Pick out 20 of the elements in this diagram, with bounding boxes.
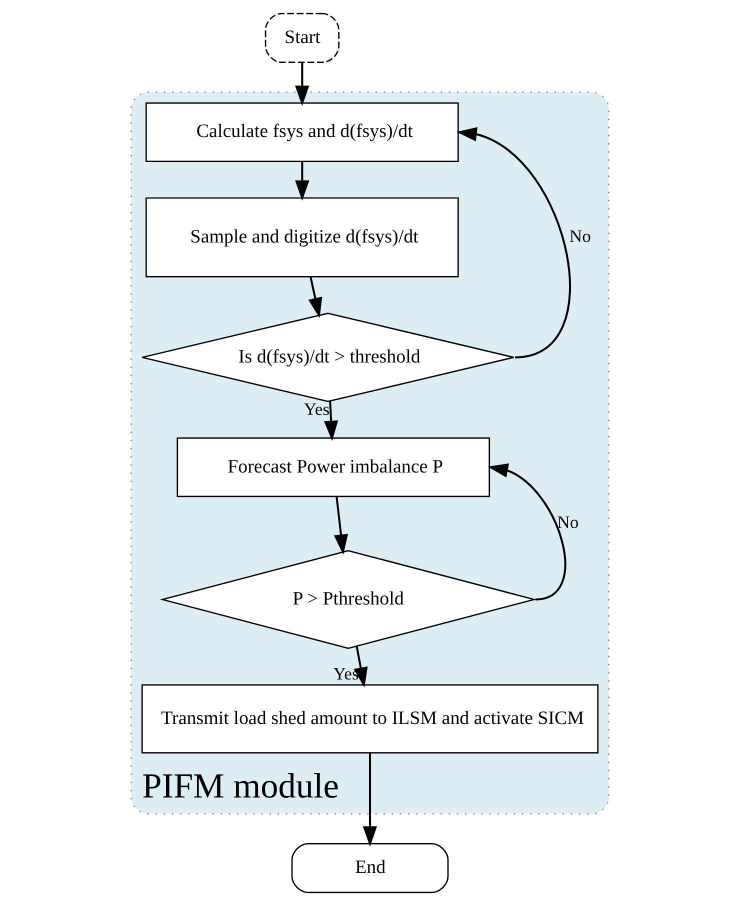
node-diamond: Is d(fsys)/dt > threshold xyxy=(140,312,514,402)
arrow xyxy=(323,401,338,442)
node-box: Transmit load shed amount to ILSM and activate SICM xyxy=(140,684,598,754)
arrow xyxy=(294,162,309,201)
node-box: Start xyxy=(264,12,339,64)
arrow xyxy=(456,127,570,358)
arrow xyxy=(362,753,377,847)
node-box: End xyxy=(290,842,448,894)
arrow xyxy=(353,646,368,688)
node-box: Forecast Power imbalance P xyxy=(176,437,490,498)
arrow xyxy=(487,463,566,600)
edge-label: No xyxy=(568,226,590,246)
arrow xyxy=(333,496,348,555)
node-box: Calculate fsys and d(fsys)/dt xyxy=(145,102,458,162)
arrow xyxy=(294,62,309,106)
node-diamond: P > Pthreshold xyxy=(159,550,536,650)
node-box: Sample and digitize d(fsys)/dt xyxy=(145,197,458,278)
edge-label: No xyxy=(556,512,578,532)
edge-label: Yes xyxy=(332,664,358,684)
arrow xyxy=(308,276,322,318)
